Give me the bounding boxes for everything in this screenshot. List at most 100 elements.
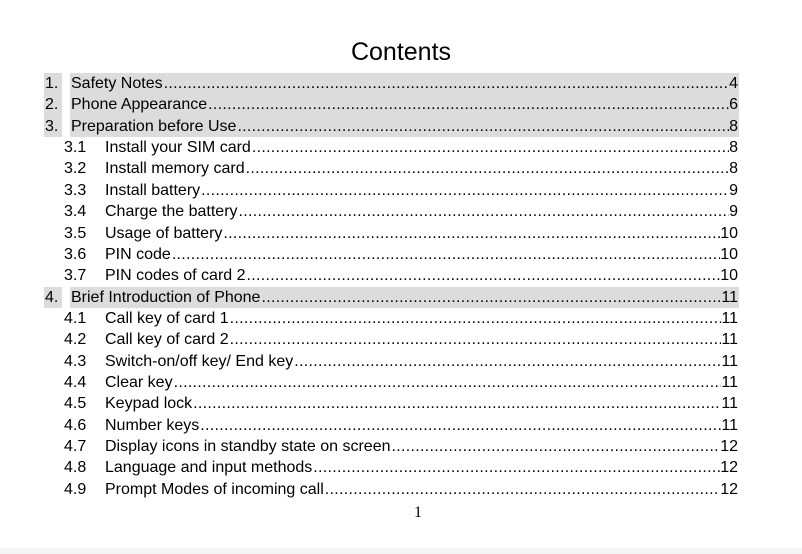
toc-entry-line: PIN codes of card 2.....................… <box>105 265 738 286</box>
toc-entry-line: Call key of card 1......................… <box>105 308 738 329</box>
toc-entry[interactable]: 3.5 Usage of battery.....................… <box>0 223 802 244</box>
toc-entry-page: 10 <box>720 245 738 263</box>
toc-entry[interactable]: 3.1 Install your SIM card................… <box>0 137 802 158</box>
toc-entry-number: 3.7 <box>64 267 87 285</box>
toc-entry[interactable]: 4.8 Language and input methods...........… <box>0 457 802 478</box>
toc-dot-leader: ........................................… <box>193 395 722 413</box>
toc-entry-number: 2. <box>45 96 59 114</box>
toc-entry-label: Switch-on/off key/ End key <box>105 352 294 370</box>
toc-entry-number: 4. <box>45 288 59 306</box>
toc-entry-page: 11 <box>721 309 738 327</box>
toc-entry-label: Call key of card 1 <box>105 309 229 327</box>
toc-entry-line: Install your SIM card...................… <box>105 137 738 158</box>
toc-entry-label: Prompt Modes of incoming call <box>105 480 324 498</box>
toc-entry-number: 4.9 <box>64 480 87 498</box>
toc-entry[interactable]: 1. Safety Notes..........................… <box>0 73 802 95</box>
toc-entry-number: 3. <box>45 117 59 135</box>
toc-entry-number: 4.3 <box>64 352 87 370</box>
toc-entry-label: Keypad lock <box>105 395 193 413</box>
toc-entry-label: Preparation before Use <box>71 117 237 135</box>
toc-entry-line: Usage of battery........................… <box>105 223 738 244</box>
toc-entry-line: Safety Notes............................… <box>71 73 738 94</box>
toc-entry-label: Call key of card 2 <box>105 331 229 349</box>
toc-entry-page: 11 <box>721 374 738 392</box>
toc-entry-line: Number keys.............................… <box>105 415 738 436</box>
toc-entry-line: Prompt Modes of incoming call...........… <box>105 479 738 500</box>
toc-entry-page: 9 <box>729 203 738 221</box>
toc-dot-leader: ........................................… <box>237 117 729 135</box>
toc-dot-leader: ........................................… <box>391 438 720 456</box>
toc-dot-leader: ........................................… <box>201 181 730 199</box>
toc-entry[interactable]: 4.3 Switch-on/off key/ End key...........… <box>0 351 802 372</box>
toc-entry-line: Preparation before Use..................… <box>71 116 738 137</box>
toc-entry[interactable]: 4. Brief Introduction of Phone...........… <box>0 286 802 308</box>
toc-entry[interactable]: 4.5 Keypad lock..........................… <box>0 393 802 414</box>
toc-entry-label: Charge the battery <box>105 203 238 221</box>
toc-entry-label: Language and input methods <box>105 459 313 477</box>
toc-entry[interactable]: 3. Preparation before Use................… <box>0 115 802 138</box>
toc-entry-label: PIN code <box>105 245 171 263</box>
toc-entry-label: Clear key <box>105 374 173 392</box>
toc-entry-page: 8 <box>729 117 738 135</box>
toc-entry-page: 12 <box>720 438 738 456</box>
page-bottom-edge <box>0 548 802 554</box>
toc-entry-number: 1. <box>45 75 59 92</box>
toc-highlight <box>70 286 739 308</box>
toc-dot-leader: ........................................… <box>238 203 730 221</box>
toc-entry-line: Switch-on/off key/ End key..............… <box>105 351 738 372</box>
toc-entry[interactable]: 3.7 PIN codes of card 2..................… <box>0 265 802 286</box>
toc-entry-page: 12 <box>720 480 738 498</box>
toc-dot-leader: ........................................… <box>173 374 722 392</box>
toc-dot-leader: ........................................… <box>229 331 722 349</box>
toc-entry-label: Number keys <box>105 416 200 434</box>
toc-dot-leader: ........................................… <box>324 480 720 498</box>
toc-dot-leader: ........................................… <box>294 352 722 370</box>
page-number: 1 <box>414 504 422 521</box>
toc-entry-page: 6 <box>729 96 738 114</box>
toc-entry-page: 11 <box>721 416 738 434</box>
toc-dot-leader: ........................................… <box>313 459 720 477</box>
toc-entry-page: 11 <box>721 352 738 370</box>
toc-entry-label: Display icons in standby state on screen <box>105 438 391 456</box>
toc-entry-label: Brief Introduction of Phone <box>71 288 261 306</box>
toc-entry-number: 3.6 <box>64 245 87 263</box>
toc-entry-page: 8 <box>729 160 738 178</box>
toc-entry-label: Usage of battery <box>105 224 223 242</box>
toc-entry-number: 4.5 <box>64 395 87 413</box>
toc-entry-number: 3.1 <box>64 139 87 157</box>
toc-dot-leader: ........................................… <box>245 160 730 178</box>
toc-entry-line: Brief Introduction of Phone.............… <box>71 287 738 308</box>
toc-highlight <box>70 115 739 138</box>
toc-entry-line: Display icons in standby state on screen… <box>105 436 738 457</box>
toc-entry-number: 3.5 <box>64 224 87 242</box>
toc-entry[interactable]: 2. Phone Appearance......................… <box>0 94 802 116</box>
toc-entry-line: Phone Appearance........................… <box>71 94 738 115</box>
toc-entry-page: 8 <box>729 139 738 157</box>
toc-entry-page: 4 <box>729 75 738 92</box>
toc-entry[interactable]: 4.9 Prompt Modes of incoming call........… <box>0 479 802 500</box>
toc-highlight <box>44 286 62 308</box>
toc-entry-number: 4.8 <box>64 459 87 477</box>
toc-entry-number: 3.2 <box>64 160 87 178</box>
toc-entry-line: Keypad lock.............................… <box>105 393 738 414</box>
toc-dot-leader: ........................................… <box>200 416 721 434</box>
toc-entry-page: 10 <box>720 267 738 285</box>
toc-dot-leader: ........................................… <box>163 75 729 92</box>
toc-entry-page: 9 <box>729 181 738 199</box>
page-title: Contents <box>350 38 452 66</box>
toc-dot-leader: ........................................… <box>261 288 722 306</box>
toc-entry-page: 11 <box>721 395 738 413</box>
toc-entry-line: Charge the battery......................… <box>105 201 738 222</box>
toc-entry-label: Install battery <box>105 181 201 199</box>
toc-entry[interactable]: 3.2 Install memory card..................… <box>0 158 802 179</box>
toc-entry-page: 10 <box>720 224 738 242</box>
toc-entry-line: Install memory card.....................… <box>105 158 738 179</box>
